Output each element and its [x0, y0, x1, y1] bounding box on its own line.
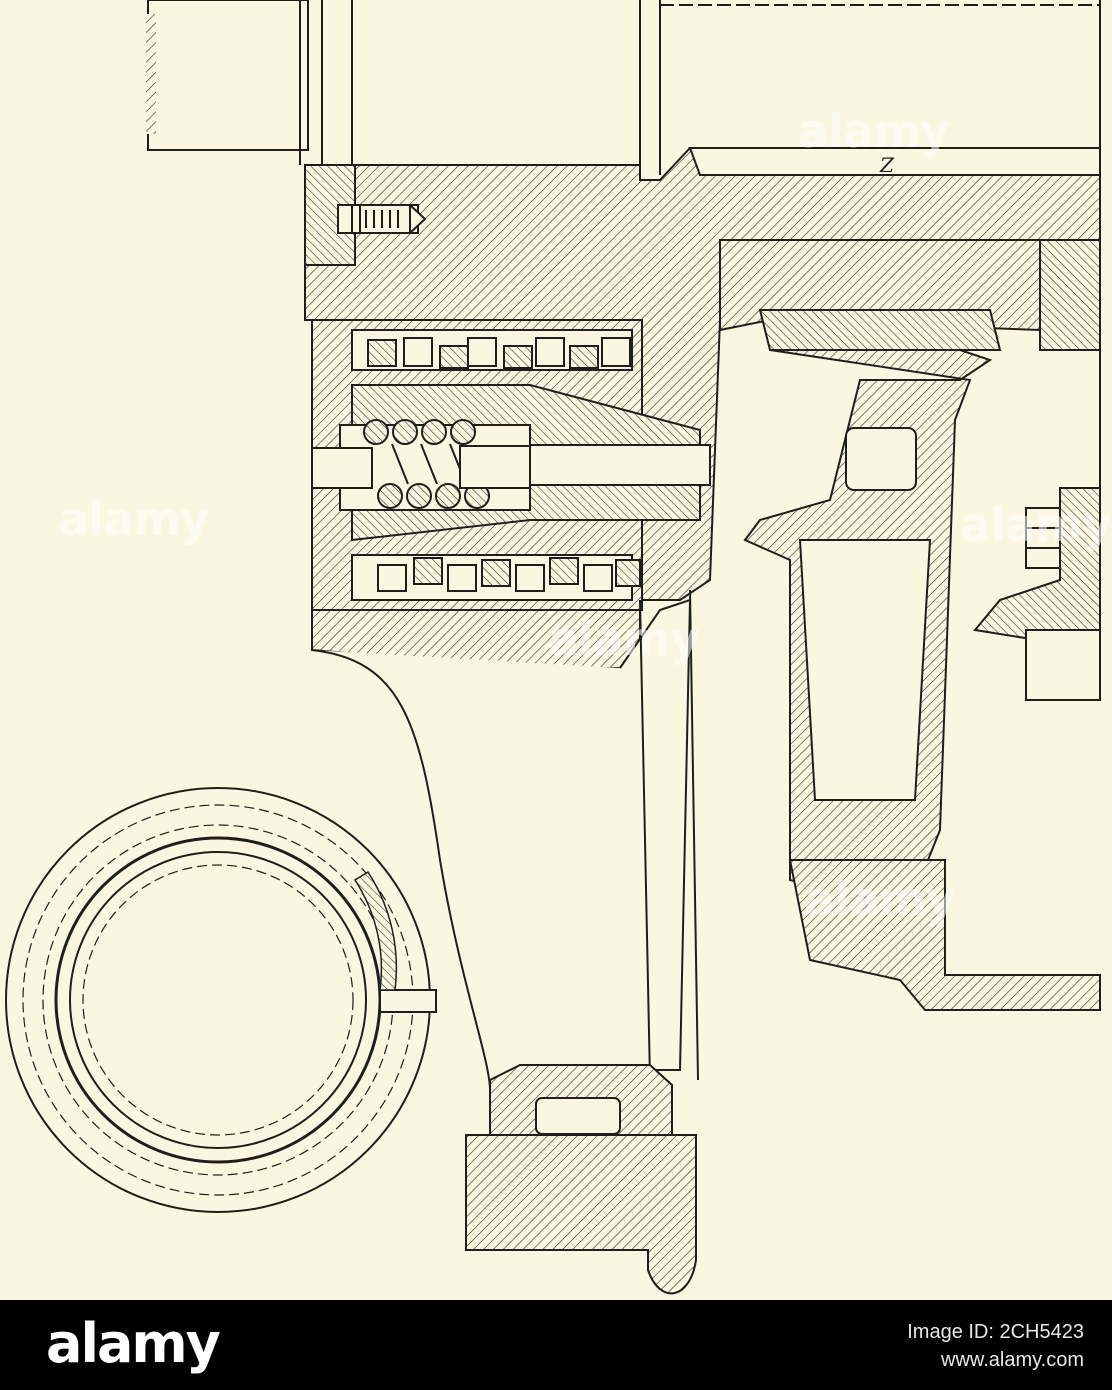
ring-plan-view	[5, 787, 437, 1213]
footer-bar: alamy Image ID: 2CH5423 www.alamy.com	[0, 1300, 1112, 1390]
upper-shaft	[146, 0, 1101, 700]
roller-blocks-bottom	[377, 557, 641, 592]
alamy-logo[interactable]: alamy	[46, 1312, 221, 1375]
image-info: Image ID: 2CH5423 www.alamy.com	[907, 1318, 1084, 1374]
roller-blocks-top	[367, 337, 631, 369]
foot-block	[465, 1064, 697, 1295]
mechanical-cross-section-drawing: Z	[5, 0, 1101, 1295]
site-url[interactable]: www.alamy.com	[941, 1349, 1084, 1371]
right-bolt	[973, 487, 1101, 701]
lever-arm	[311, 589, 699, 1092]
right-casing	[719, 239, 1101, 1011]
part-label-z: Z	[879, 153, 895, 177]
coil-spring	[311, 419, 531, 509]
bolt	[359, 204, 411, 234]
image-id-text: Image ID: 2CH5423	[907, 1321, 1084, 1343]
